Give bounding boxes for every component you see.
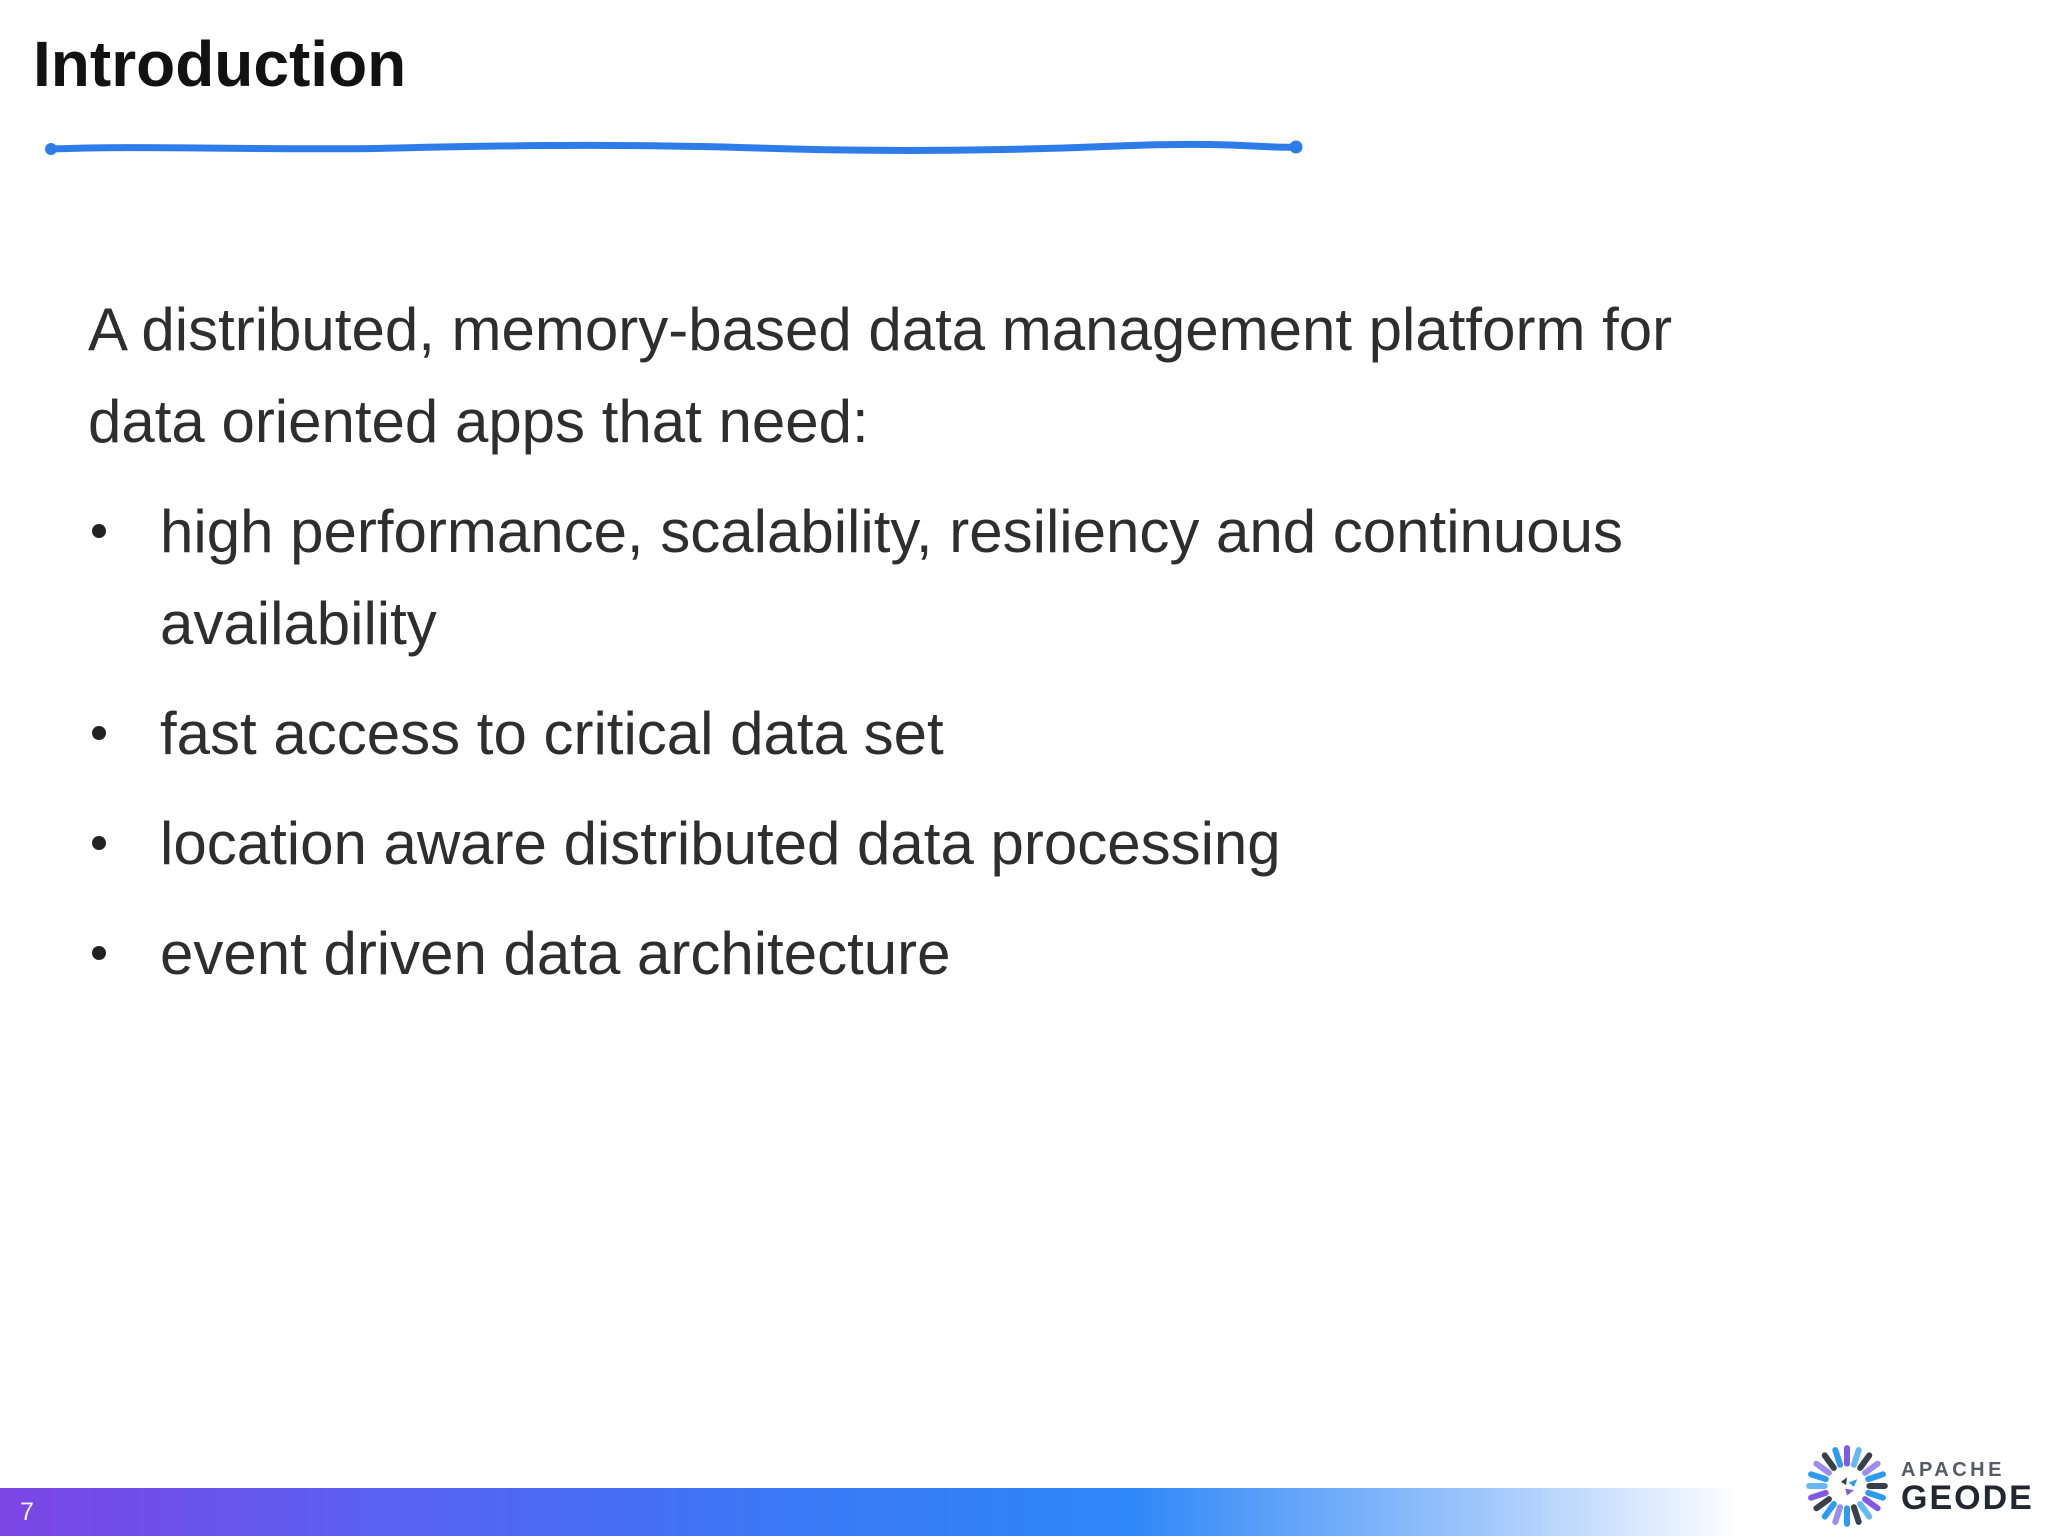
intro-paragraph: A distributed, memory-based data managem…: [88, 296, 1673, 455]
geode-starburst-icon: [1806, 1445, 1888, 1527]
bullet-text: location aware distributed data processi…: [160, 810, 1281, 877]
slide-body: A distributed, memory-based data managem…: [88, 284, 1748, 1018]
apache-geode-logo: APACHE GEODE: [1804, 1443, 2048, 1533]
bullet-icon: [92, 946, 106, 960]
footer-bar: 7: [0, 1488, 2048, 1536]
logo-wordmark: APACHE GEODE: [1901, 1459, 2034, 1515]
logo-brand-apache: APACHE: [1901, 1459, 2005, 1481]
bullet-icon: [92, 726, 106, 740]
bullet-icon: [92, 524, 106, 538]
list-item: event driven data architecture: [88, 908, 1748, 1000]
logo-brand-geode: GEODE: [1901, 1479, 2034, 1517]
bullet-text: fast access to critical data set: [160, 700, 944, 767]
list-item: location aware distributed data processi…: [88, 798, 1748, 890]
list-item: fast access to critical data set: [88, 688, 1748, 780]
bullet-list: high performance, scalability, resilienc…: [88, 486, 1748, 1000]
bullet-text: high performance, scalability, resilienc…: [160, 498, 1623, 657]
bullet-text: event driven data architecture: [160, 920, 951, 987]
list-item: high performance, scalability, resilienc…: [88, 486, 1748, 670]
page-title: Introduction: [33, 28, 407, 100]
bullet-icon: [92, 836, 106, 850]
page-number: 7: [20, 1498, 34, 1526]
title-underline-decoration: [45, 140, 1303, 155]
